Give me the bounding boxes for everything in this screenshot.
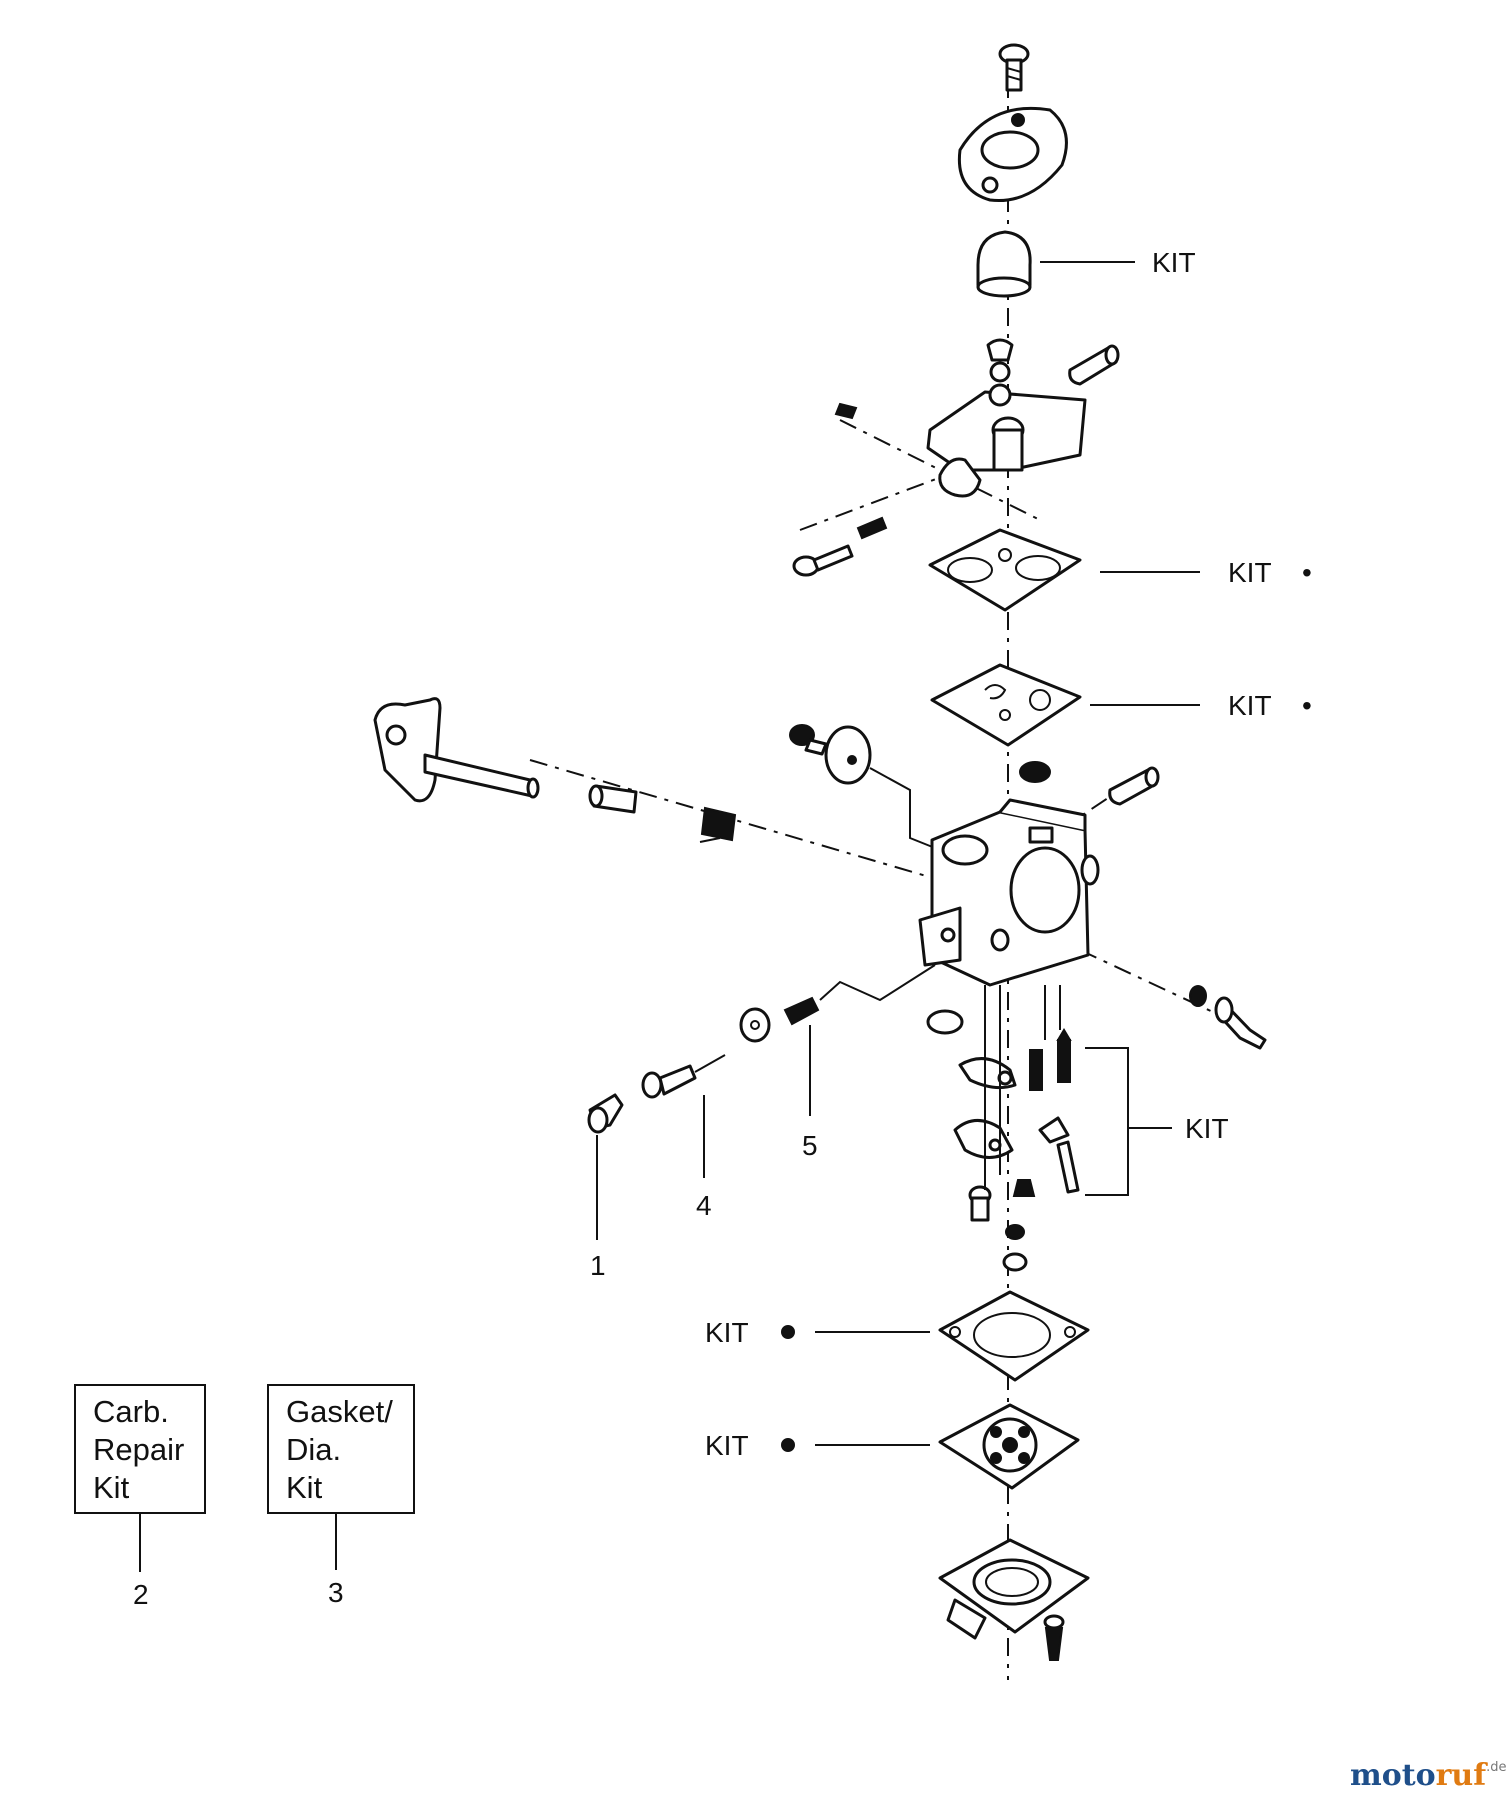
kit-bullet-gasket-top: • — [1302, 557, 1312, 588]
inlet-seat — [1012, 1179, 1036, 1197]
pump-spring-left — [856, 516, 888, 540]
limiter-cap — [587, 1093, 624, 1134]
lower-metering-gasket — [938, 1290, 1090, 1382]
fuel-fitting-top — [1068, 344, 1120, 386]
carburetor-body — [918, 798, 1100, 987]
metering-spring — [1029, 1049, 1043, 1091]
gasket-dia-kit-line2: Dia. — [286, 1432, 341, 1467]
kit-label-diaphragm-bottom: KIT — [705, 1430, 749, 1461]
carb-repair-kit-box: Carb. Repair Kit — [74, 1384, 206, 1514]
throttle-spring — [699, 806, 737, 843]
pump-screw-left — [792, 544, 854, 577]
carb-repair-kit-line2: Repair — [93, 1432, 184, 1467]
part-number-2: 2 — [133, 1579, 149, 1610]
svg-text:motoruf.de: motoruf.de — [1350, 1758, 1507, 1793]
lever-pin — [1038, 1116, 1080, 1194]
metering-lever-cover — [958, 1057, 1017, 1090]
high-speed-plug — [1214, 996, 1267, 1050]
retaining-ring — [1002, 1224, 1028, 1272]
throttle-bushing — [588, 784, 638, 814]
inlet-needle — [1056, 1028, 1072, 1083]
metering-diaphragm — [938, 1403, 1080, 1490]
kit-label-needles: KIT — [1185, 1113, 1229, 1144]
fuel-fitting-right — [1108, 766, 1160, 806]
watermark-ruf: ruf — [1436, 1758, 1489, 1793]
kit-bullet-diaphragm-top: • — [1302, 690, 1312, 721]
check-valve-disc — [926, 1009, 964, 1035]
idle-screw — [789, 724, 828, 756]
kit-bracket-needles — [1085, 1047, 1129, 1196]
watermark-logo: motoruf.de — [1350, 1758, 1507, 1793]
part-number-5: 5 — [802, 1130, 818, 1161]
idle-washer — [824, 725, 872, 785]
kit-label-primer: KIT — [1152, 247, 1196, 278]
kit-bullet-gasket-bottom — [781, 1325, 795, 1339]
carb-repair-kit-line3: Kit — [93, 1470, 130, 1505]
leader-needle-spring — [819, 964, 936, 1002]
throttle-lever — [373, 697, 540, 803]
watermark-moto: moto — [1350, 1758, 1436, 1793]
carb-repair-kit-line1: Carb. — [93, 1394, 169, 1429]
center-axis — [529, 80, 1231, 1680]
adjusting-needle — [641, 1054, 726, 1099]
part-number-4: 4 — [696, 1190, 712, 1221]
guide-lines-below-body — [984, 985, 1061, 1190]
gasket-dia-kit-line3: Kit — [286, 1470, 323, 1505]
top-cover-plate — [957, 106, 1068, 203]
gasket-dia-kit-line1: Gasket/ — [286, 1394, 393, 1429]
cover-screw — [1043, 1614, 1065, 1661]
upper-pump-gasket — [928, 528, 1082, 612]
metering-lever — [953, 1119, 1014, 1159]
part-number-3: 3 — [328, 1577, 344, 1608]
needle-spring — [783, 996, 820, 1026]
gasket-dia-kit-box: Gasket/ Dia. Kit — [267, 1384, 415, 1514]
kit-bullet-diaphragm-bottom — [781, 1438, 795, 1452]
part-number-1: 1 — [590, 1250, 606, 1281]
kit-label-gasket-bottom: KIT — [705, 1317, 749, 1348]
welch-plug-top — [1019, 761, 1051, 783]
leader-idle — [869, 767, 941, 851]
small-spring-left — [834, 402, 858, 420]
top-screw — [998, 43, 1030, 92]
pump-cover — [926, 383, 1087, 498]
o-ring-right — [1189, 985, 1207, 1007]
metering-screw — [968, 1185, 992, 1222]
primer-bulb — [976, 230, 1032, 298]
metering-cover — [938, 1538, 1090, 1640]
kit-label-gasket-top: KIT — [1228, 557, 1272, 588]
upper-pump-diaphragm — [930, 663, 1082, 747]
needle-washer — [739, 1007, 771, 1043]
watermark-suffix: .de — [1486, 1760, 1506, 1775]
kit-label-diaphragm-top: KIT — [1228, 690, 1272, 721]
small-cap — [986, 338, 1014, 383]
